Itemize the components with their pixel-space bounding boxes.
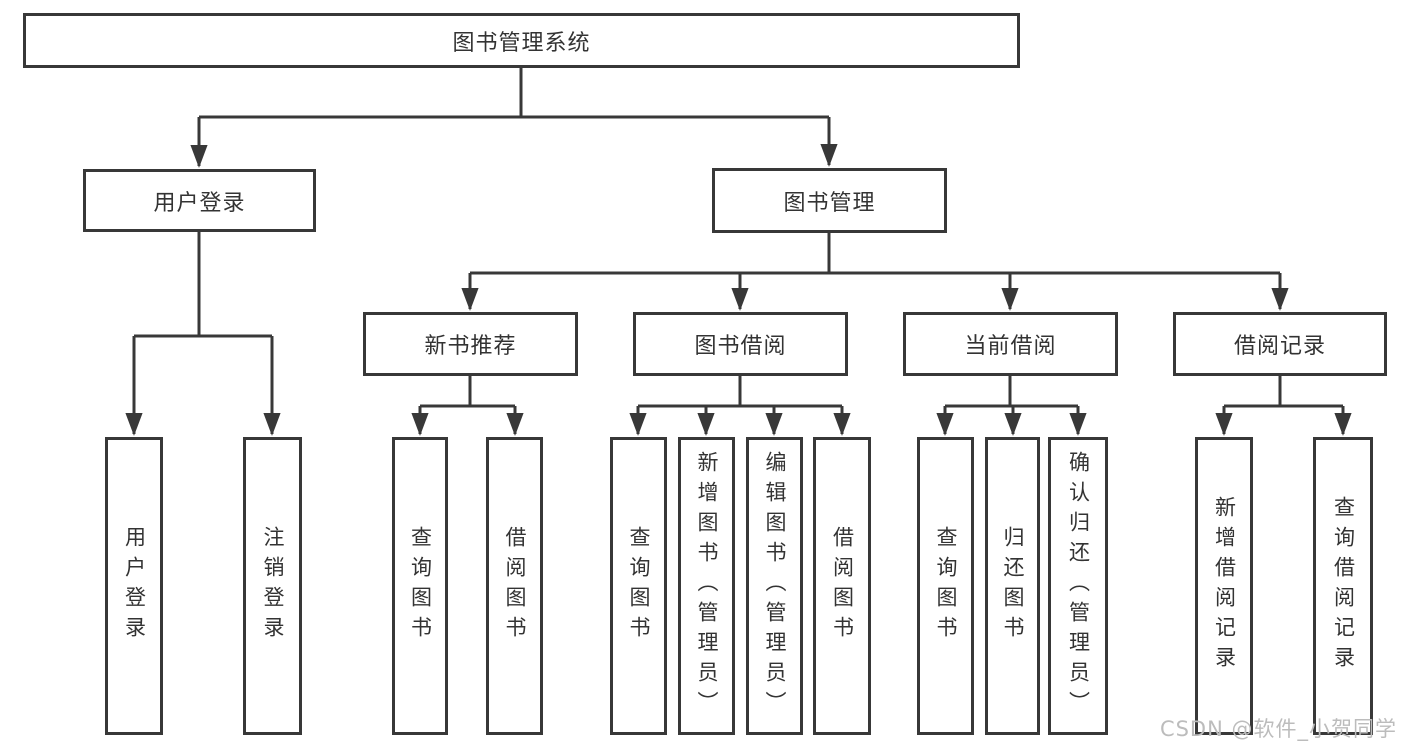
leaf-borrow-books-recommend: 借阅图书 [486,437,543,735]
node-label: 查询图书 [627,526,651,646]
edge-new-book-recommend-trunk [420,376,515,408]
node-label: 新增图书（管理员） [695,451,719,721]
node-label: 查询图书 [408,526,433,646]
leaf-logout: 注销登录 [243,437,302,735]
node-book-management: 图书管理 [712,168,947,233]
leaf-borrow-books-borrowing: 借阅图书 [813,437,871,735]
edge-book-management-trunk [470,233,1280,275]
node-label: 图书借阅 [694,334,787,359]
node-label: 编辑图书（管理员） [763,451,787,721]
node-current-borrowing: 当前借阅 [903,312,1118,376]
leaf-user-login: 用户登录 [105,437,163,735]
edge-root-trunk [199,68,829,119]
node-label: 查询借阅记录 [1331,496,1356,676]
leaf-query-borrow-record: 查询借阅记录 [1313,437,1373,735]
node-label: 用户登录 [122,526,147,646]
node-root: 图书管理系统 [23,13,1020,68]
node-label: 借阅记录 [1233,334,1326,359]
leaf-confirm-return-admin: 确认归还（管理员） [1048,437,1108,735]
node-label: 新增借阅记录 [1212,496,1237,676]
node-label: 图书管理系统 [452,30,591,56]
node-label: 借阅图书 [830,526,855,646]
node-label: 归还图书 [1001,526,1025,646]
node-book-borrowing: 图书借阅 [633,312,848,376]
leaf-add-books-admin: 新增图书（管理员） [678,437,735,735]
node-label: 注销登录 [261,526,285,646]
edge-current-borrowing-trunk [945,376,1078,408]
node-label: 图书管理 [783,190,876,216]
node-user-login: 用户登录 [83,169,316,232]
node-label: 查询图书 [934,526,958,646]
leaf-return-books: 归还图书 [985,437,1040,735]
node-borrowing-records: 借阅记录 [1173,312,1387,376]
edge-book-borrowing-trunk [638,376,842,408]
node-label: 当前借阅 [964,334,1057,359]
edge-borrowing-records-trunk [1224,376,1343,408]
node-label: 确认归还（管理员） [1066,451,1091,721]
leaf-query-books-borrowing: 查询图书 [610,437,667,735]
leaf-edit-books-admin: 编辑图书（管理员） [746,437,803,735]
leaf-query-books-recommend: 查询图书 [392,437,448,735]
node-label: 借阅图书 [503,526,527,646]
node-label: 新书推荐 [424,334,517,359]
csdn-watermark: CSDN @软件_小贺同学 [1159,717,1397,741]
leaf-query-books-current: 查询图书 [917,437,974,735]
leaf-add-borrow-record: 新增借阅记录 [1195,437,1253,735]
node-label: 用户登录 [153,190,246,216]
node-new-book-recommend: 新书推荐 [363,312,578,376]
edge-user-login-trunk [134,232,272,338]
